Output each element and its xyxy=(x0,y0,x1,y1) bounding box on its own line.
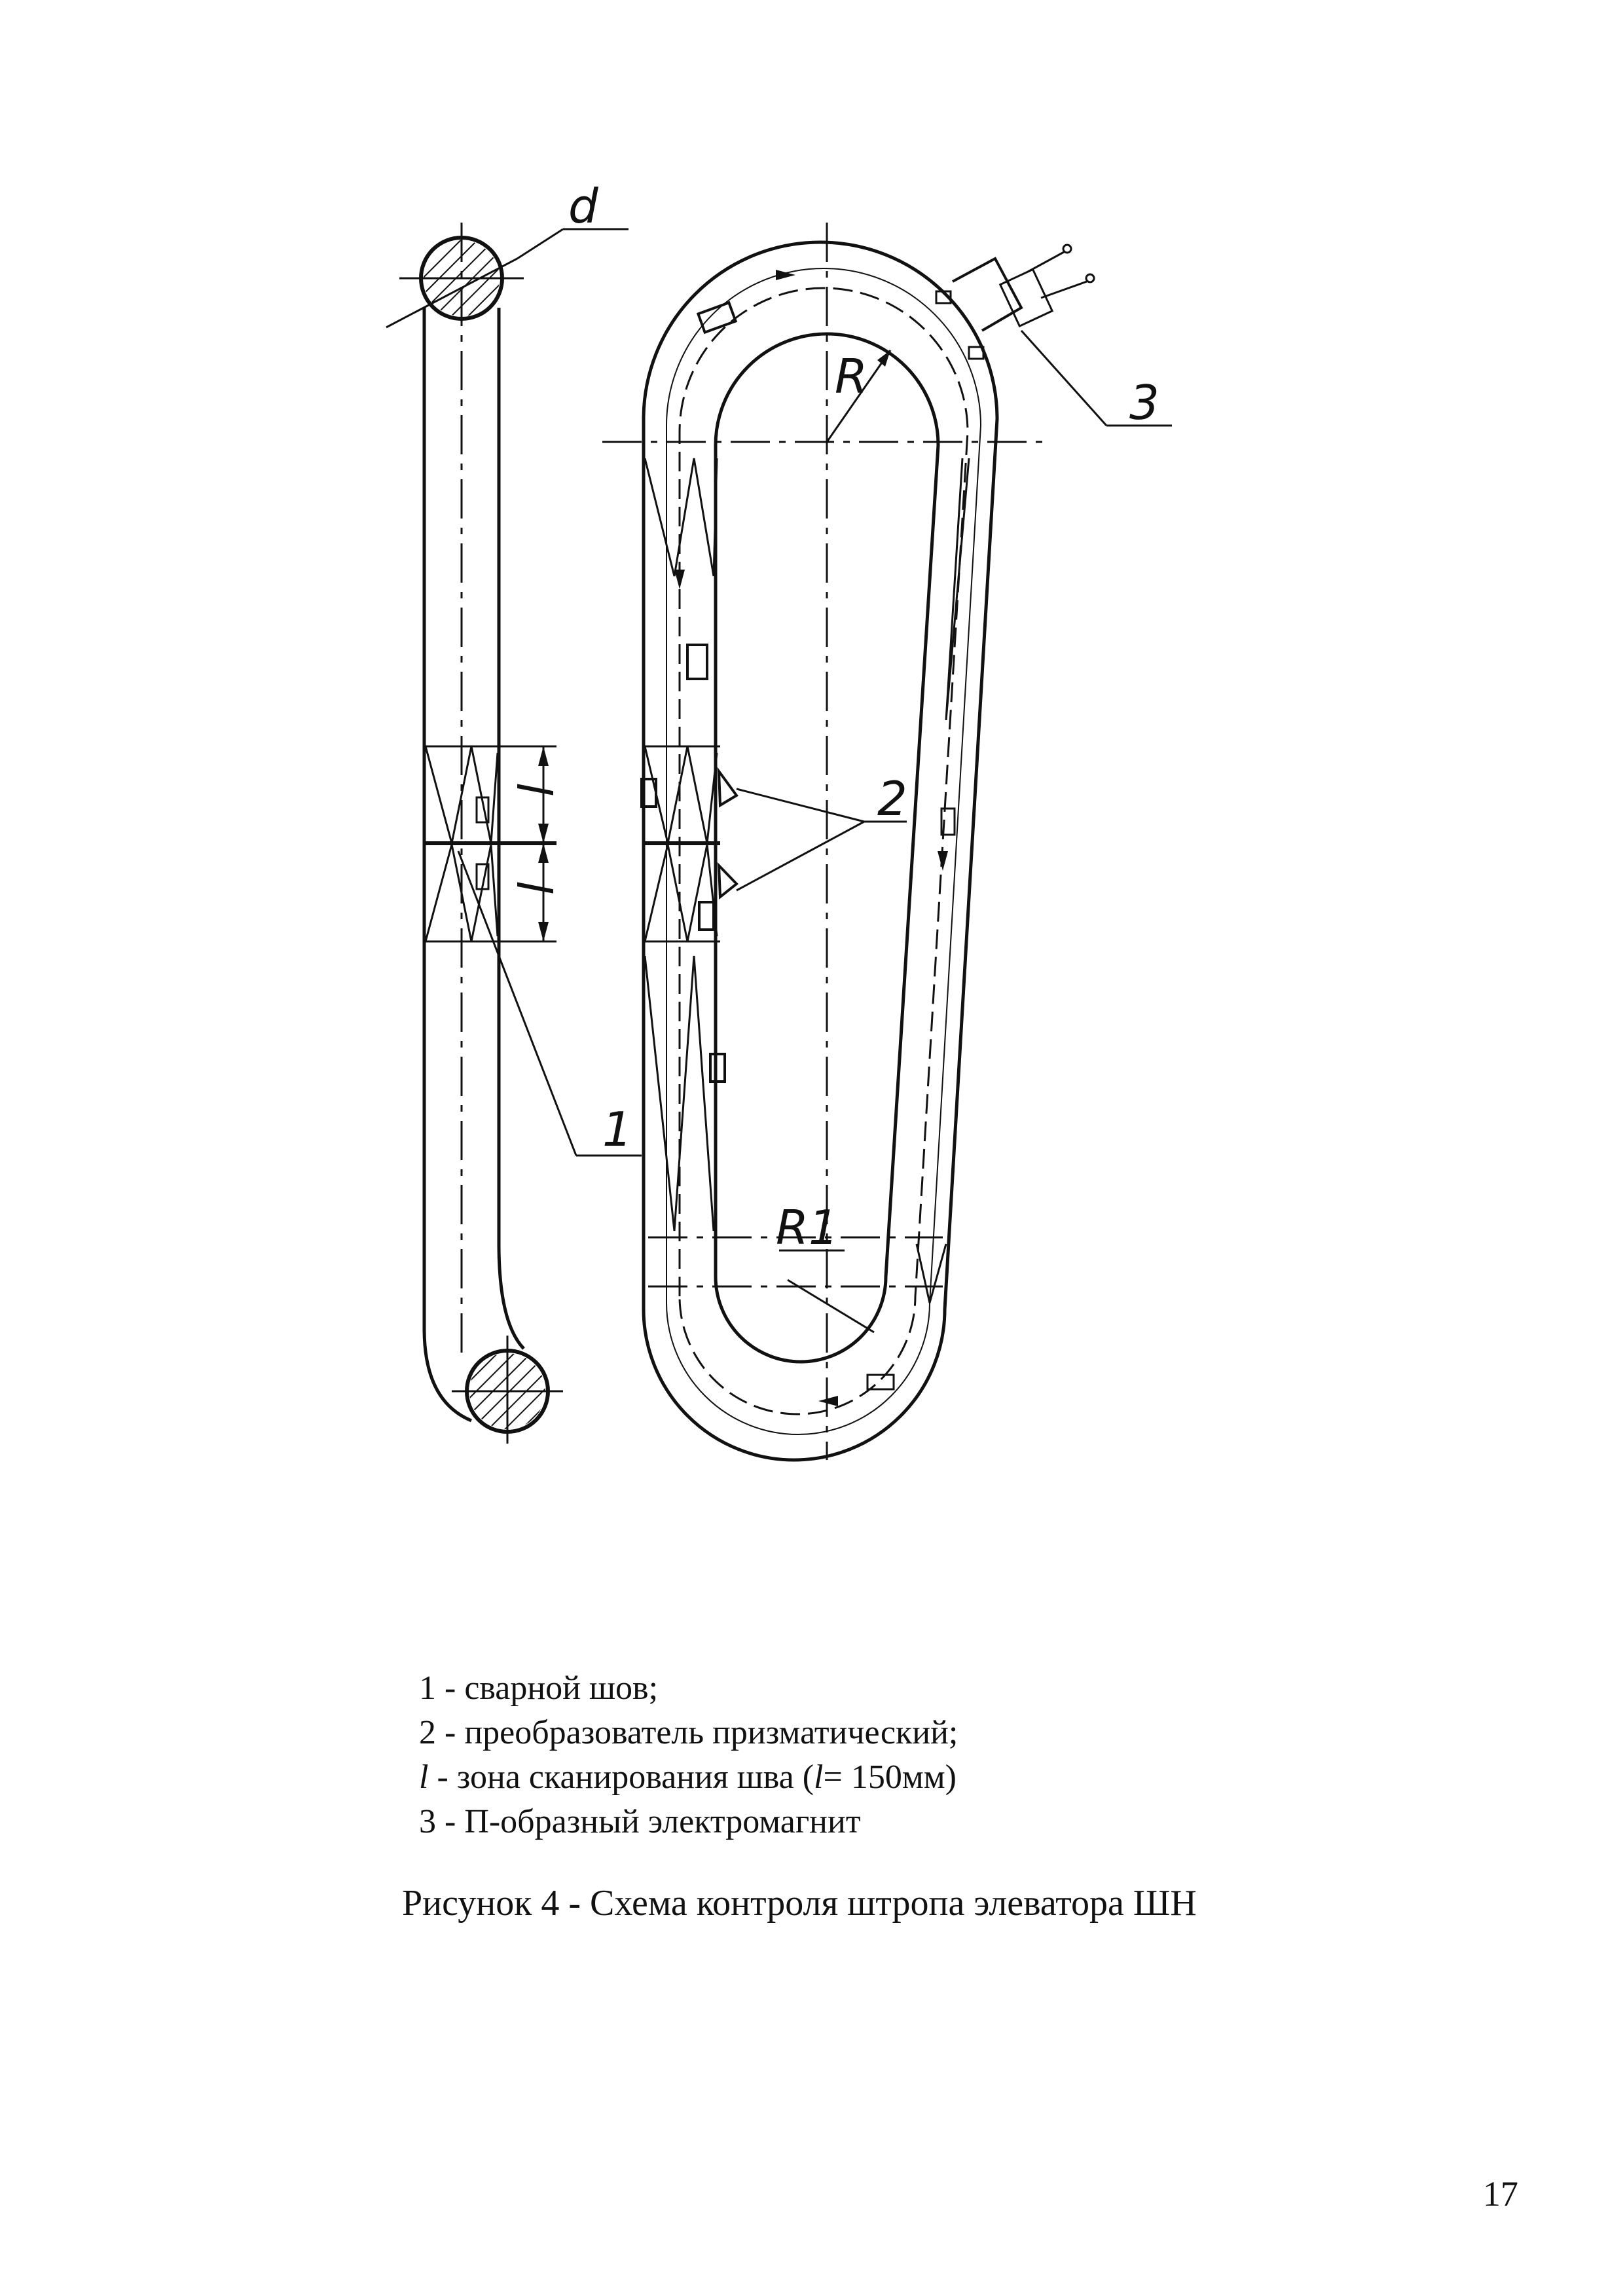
label-d: d xyxy=(568,179,599,234)
legend-item-electromagnet: 3 - П-образный электромагнит xyxy=(419,1800,958,1844)
legend-symbol: 3 xyxy=(419,1803,436,1840)
label-l-bottom: l xyxy=(506,881,561,894)
label-R: R xyxy=(835,349,867,404)
legend-text: - зона сканирования шва ( xyxy=(428,1758,814,1796)
label-R1: R1 xyxy=(776,1200,839,1255)
legend-text: - преобразователь призматический; xyxy=(436,1714,958,1751)
page-number: 17 xyxy=(1483,2174,1518,2214)
legend-symbol: 1 xyxy=(419,1669,436,1707)
figure-caption: Рисунок 4 - Схема контроля штропа элеват… xyxy=(402,1883,1197,1923)
legend-item-scan-zone: l - зона сканирования шва (l= 150мм) xyxy=(419,1755,958,1800)
label-l-top: l xyxy=(506,782,561,795)
figure-legend: 1 - сварной шов; 2 - преобразователь при… xyxy=(419,1666,958,1844)
technical-drawing: d R R1 l l 1 2 3 xyxy=(386,179,1172,1462)
legend-item-transducer: 2 - преобразователь призматический; xyxy=(419,1711,958,1755)
legend-symbol: l xyxy=(419,1758,429,1796)
front-view xyxy=(602,223,1172,1462)
legend-symbol: 2 xyxy=(419,1714,436,1751)
side-view xyxy=(386,223,642,1444)
label-2: 2 xyxy=(877,771,907,826)
legend-text: - сварной шов; xyxy=(436,1669,659,1707)
label-1: 1 xyxy=(602,1102,632,1157)
legend-text: - П-образный электромагнит xyxy=(436,1803,861,1840)
label-3: 3 xyxy=(1129,375,1159,430)
legend-item-weld: 1 - сварной шов; xyxy=(419,1666,958,1711)
legend-text-tail: = 150мм) xyxy=(823,1758,957,1796)
legend-symbol-inline: l xyxy=(814,1758,824,1796)
